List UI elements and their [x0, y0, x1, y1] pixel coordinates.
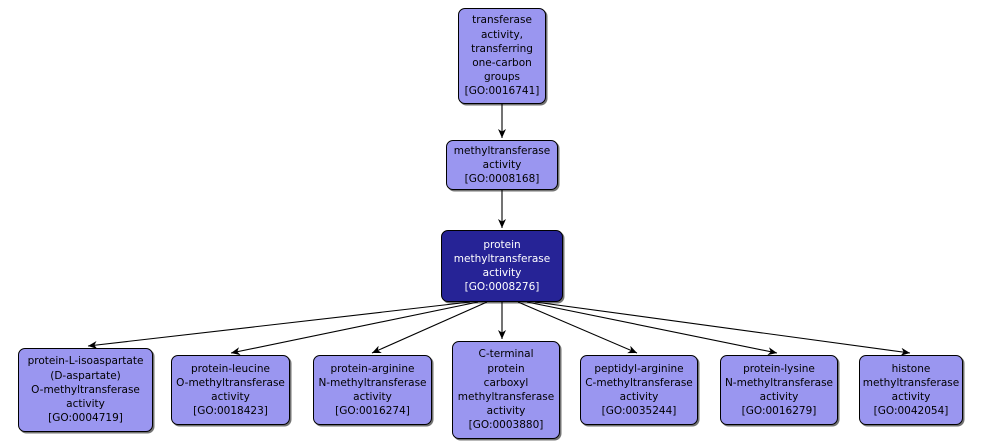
edges [87, 104, 911, 356]
go-term-label-line: protein-L-isoaspartate [27, 355, 144, 368]
go-term-label-line: protein-arginine [330, 362, 415, 375]
go-term-label-line: transferring [471, 42, 533, 55]
go-term-label-line: protein-leucine [191, 362, 270, 375]
edge-GO0008276-to-GO0016274 [371, 301, 488, 354]
go-id-label: [GO:0008168] [464, 173, 540, 186]
go-term-label-line: C-terminal [478, 348, 534, 361]
go-term-label-line: activity [211, 391, 250, 403]
go-term-label-line: C-methyltransferase [585, 376, 693, 389]
go-term-label-line: (D-aspartate) [50, 369, 121, 382]
go-term-label-line: histone [891, 362, 931, 375]
go-id-label: [GO:0042054] [873, 405, 949, 418]
go-term-label-line: O-methyltransferase [176, 376, 285, 389]
go-id-label: [GO:0016741] [464, 85, 540, 98]
go-term-label-line: activity [891, 391, 931, 403]
go-term-label-line: N-methyltransferase [724, 376, 834, 389]
go-term-label-line: methyltransferase [862, 376, 960, 389]
go-term-label-line: activity [482, 267, 522, 279]
go-id-label: [GO:0018423] [193, 405, 268, 418]
go-node-go-0004719[interactable]: protein-L-isoaspartate(D-aspartate)O-met… [18, 348, 153, 432]
edge-GO0008276-to-GO0042054 [534, 301, 911, 356]
edge-GO0008276-to-GO0016279 [526, 301, 778, 356]
go-id-label: [GO:0016274] [335, 405, 410, 418]
go-term-label-line: methyltransferase [457, 391, 555, 403]
go-term-label-line: protein [483, 238, 521, 251]
go-term-label-line: activity [486, 405, 526, 418]
edge-GO0008276-to-GO0035244 [517, 301, 638, 354]
go-term-label-line: methyltransferase [453, 252, 551, 265]
go-term-label-line: activity [619, 391, 659, 403]
go-term-label-line: N-methyltransferase [318, 376, 427, 389]
go-term-label-line: activity [759, 391, 799, 403]
go-term-label-line: peptidyl-arginine [594, 362, 684, 375]
go-id-label: [GO:0008276] [464, 281, 540, 294]
go-id-label: [GO:0035244] [601, 405, 677, 418]
go-term-label-line: activity [66, 398, 105, 411]
go-term-label-line: activity [482, 158, 522, 171]
go-term-label-line: one-carbon [472, 57, 532, 69]
go-id-label: [GO:0016279] [741, 405, 817, 418]
go-term-label-line: methyltransferase [453, 144, 551, 157]
go-term-label-line: protein [487, 362, 525, 375]
go-term-label-line: activity, [480, 28, 524, 41]
go-term-label-line: activity [353, 391, 392, 403]
go-term-label-line: transferase [472, 14, 532, 27]
go-term-label-line: protein-lysine [743, 362, 815, 375]
go-term-label-line: carboxyl [483, 376, 529, 389]
go-term-label-line: groups [484, 71, 520, 84]
edge-GO0008276-to-GO0004719 [87, 301, 471, 349]
go-id-label: [GO:0003880] [468, 419, 544, 432]
go-term-label-line: O-methyltransferase [31, 383, 140, 396]
go-id-label: [GO:0004719] [48, 412, 123, 425]
edge-GO0008276-to-GO0018423 [230, 301, 479, 356]
